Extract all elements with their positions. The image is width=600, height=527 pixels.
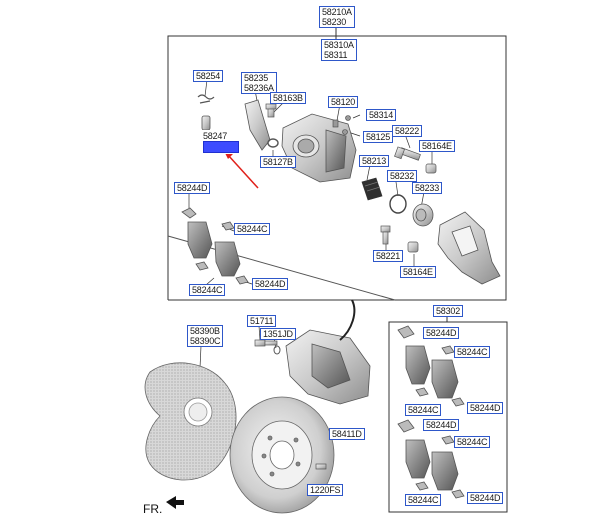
pin-cap-lower <box>407 241 419 253</box>
label-58314[interactable]: 58314 <box>366 109 397 121</box>
label-58244C-kit-4[interactable]: 58244C <box>405 494 442 506</box>
disc-screw <box>315 463 327 470</box>
mounting-bolt <box>380 225 391 245</box>
label-58244D-kit-4[interactable]: 58244D <box>467 492 504 504</box>
label-58120[interactable]: 58120 <box>328 96 359 108</box>
part-number: 58310A <box>324 40 354 50</box>
pad-kit-parts <box>397 325 465 499</box>
piston-boot <box>361 177 383 201</box>
label-58164E-lower[interactable]: 58164E <box>400 266 436 278</box>
part-number: 58236A <box>244 83 274 93</box>
brake-pads-left <box>181 207 249 285</box>
label-58221[interactable]: 58221 <box>373 250 404 262</box>
label-58254[interactable]: 58254 <box>193 70 224 82</box>
part-number: 58235 <box>244 73 269 83</box>
label-58244D-kit-3[interactable]: 58244D <box>423 419 460 431</box>
part-number: 58390C <box>190 336 221 346</box>
label-58244D[interactable]: 58244D <box>174 182 211 194</box>
caliper-assembly <box>285 299 371 405</box>
label-58235-58236A[interactable]: 58235 58236A <box>241 72 277 94</box>
label-58411D[interactable]: 58411D <box>329 428 365 440</box>
label-58390B-58390C[interactable]: 58390B 58390C <box>187 325 224 347</box>
label-58127B[interactable]: 58127B <box>260 156 296 168</box>
label-58232[interactable]: 58232 <box>387 170 418 182</box>
label-58247-58237A[interactable]: 58247 58237A <box>200 130 242 154</box>
label-58244C-kit-3[interactable]: 58244C <box>454 436 491 448</box>
part-number: 58247 <box>203 131 228 141</box>
washer <box>267 138 279 148</box>
label-58244C-kit[interactable]: 58244C <box>454 346 491 358</box>
label-58302[interactable]: 58302 <box>433 305 464 317</box>
label-58244D-kit[interactable]: 58244D <box>423 327 460 339</box>
red-arrow <box>223 149 259 189</box>
part-number: 58311 <box>324 50 348 60</box>
bolt-small <box>265 103 277 118</box>
pin-cap <box>425 163 437 174</box>
part-number: 58230 <box>322 17 347 27</box>
front-arrow-icon <box>166 496 184 509</box>
part-number: 58210A <box>322 7 352 17</box>
hub-washer <box>273 345 281 355</box>
pad-kit-frame <box>388 321 508 513</box>
caliper-carrier <box>437 211 501 285</box>
label-58213[interactable]: 58213 <box>359 155 390 167</box>
label-58210A-58230[interactable]: 58210A 58230 <box>319 6 355 28</box>
front-direction-label: FR. <box>143 502 163 516</box>
label-58244D-kit-2[interactable]: 58244D <box>467 402 504 414</box>
label-58244D-lower[interactable]: 58244D <box>252 278 289 290</box>
label-58222[interactable]: 58222 <box>392 125 423 137</box>
label-58244C[interactable]: 58244C <box>234 223 271 235</box>
bleeder-screw <box>332 115 351 135</box>
bracket-plate <box>244 99 271 151</box>
label-58244C-lower[interactable]: 58244C <box>189 284 226 296</box>
label-58163B[interactable]: 58163B <box>270 92 306 104</box>
label-58244C-kit-2[interactable]: 58244C <box>405 404 442 416</box>
spring-clip <box>197 94 215 104</box>
dust-shield <box>144 362 237 481</box>
label-58125[interactable]: 58125 <box>363 131 394 143</box>
seal-ring <box>389 194 407 214</box>
part-number: 58390B <box>190 326 220 336</box>
guide-pin-small <box>201 115 211 131</box>
label-58310A-58311[interactable]: 58310A 58311 <box>321 39 357 61</box>
label-1220FS[interactable]: 1220FS <box>307 484 344 496</box>
guide-pin <box>394 146 421 161</box>
label-58164E[interactable]: 58164E <box>419 140 455 152</box>
label-1351JD[interactable]: 1351JD <box>260 328 296 340</box>
label-51711[interactable]: 51711 <box>247 315 277 327</box>
caliper-body <box>281 113 357 183</box>
piston <box>412 203 434 227</box>
label-58233[interactable]: 58233 <box>412 182 443 194</box>
highlighted-part-number: 58237A <box>203 141 239 153</box>
hub-bolt <box>254 339 278 347</box>
